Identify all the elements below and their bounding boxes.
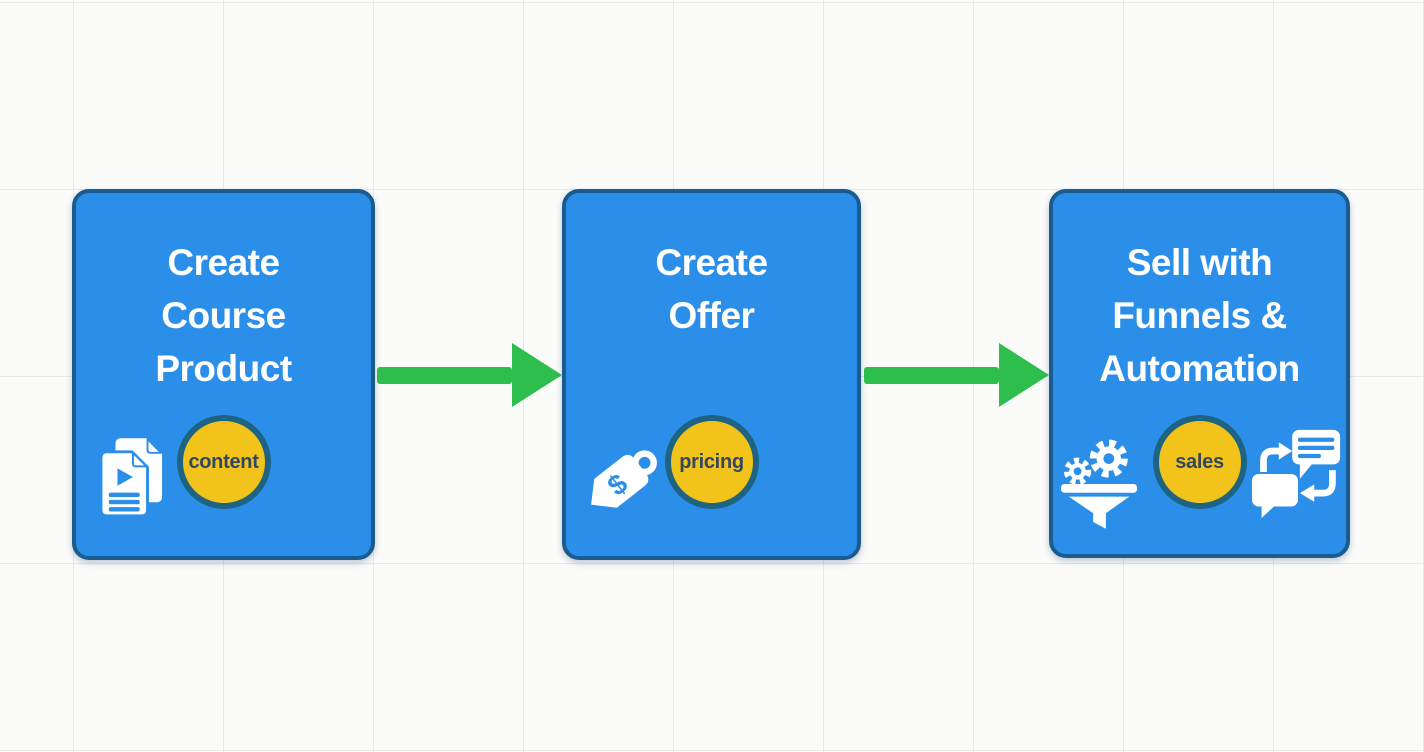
badge-label: pricing bbox=[679, 450, 744, 473]
title-line: Automation bbox=[1099, 348, 1300, 389]
step-create-offer: Create Offer $ pricing bbox=[562, 189, 861, 560]
title-line: Product bbox=[155, 348, 292, 389]
arrow-head-icon bbox=[999, 343, 1049, 407]
chat-automation-icon bbox=[1252, 428, 1342, 518]
pricing-badge: pricing bbox=[664, 415, 759, 509]
price-tag-icon: $ bbox=[576, 438, 664, 526]
step-title: Create Offer bbox=[566, 236, 857, 342]
title-line: Create bbox=[655, 242, 768, 283]
arrow-shaft bbox=[377, 366, 512, 384]
course-pages-icon-svg bbox=[100, 437, 164, 518]
price-tag-icon-svg: $ bbox=[591, 450, 657, 508]
title-line: Course bbox=[161, 295, 286, 336]
step-create-course-product: Create Course Product content bbox=[72, 189, 375, 560]
arrow-head-icon bbox=[512, 343, 562, 407]
title-line: Funnels & bbox=[1112, 295, 1287, 336]
badge-label: content bbox=[188, 450, 259, 473]
title-line: Sell with bbox=[1126, 242, 1273, 283]
course-pages-icon bbox=[100, 437, 164, 521]
funnel-gears-icon-svg bbox=[1061, 439, 1138, 529]
funnel-gears-icon bbox=[1061, 435, 1139, 529]
chat-automation-icon-svg bbox=[1252, 429, 1341, 518]
step-title: Sell with Funnels & Automation bbox=[1053, 236, 1346, 395]
flow-arrow-1 bbox=[377, 343, 562, 407]
title-line: Offer bbox=[668, 295, 755, 336]
gear-icon bbox=[1089, 439, 1128, 478]
content-badge: content bbox=[176, 415, 271, 509]
gear-icon bbox=[1063, 457, 1092, 485]
title-line: Create bbox=[167, 242, 280, 283]
step-title: Create Course Product bbox=[76, 236, 371, 395]
flow-arrow-2 bbox=[864, 343, 1049, 407]
arrow-shaft bbox=[864, 366, 999, 384]
step-sell-funnels-automation: Sell with Funnels & Automation bbox=[1049, 189, 1350, 558]
badge-label: sales bbox=[1175, 450, 1224, 473]
sales-badge: sales bbox=[1152, 415, 1247, 509]
